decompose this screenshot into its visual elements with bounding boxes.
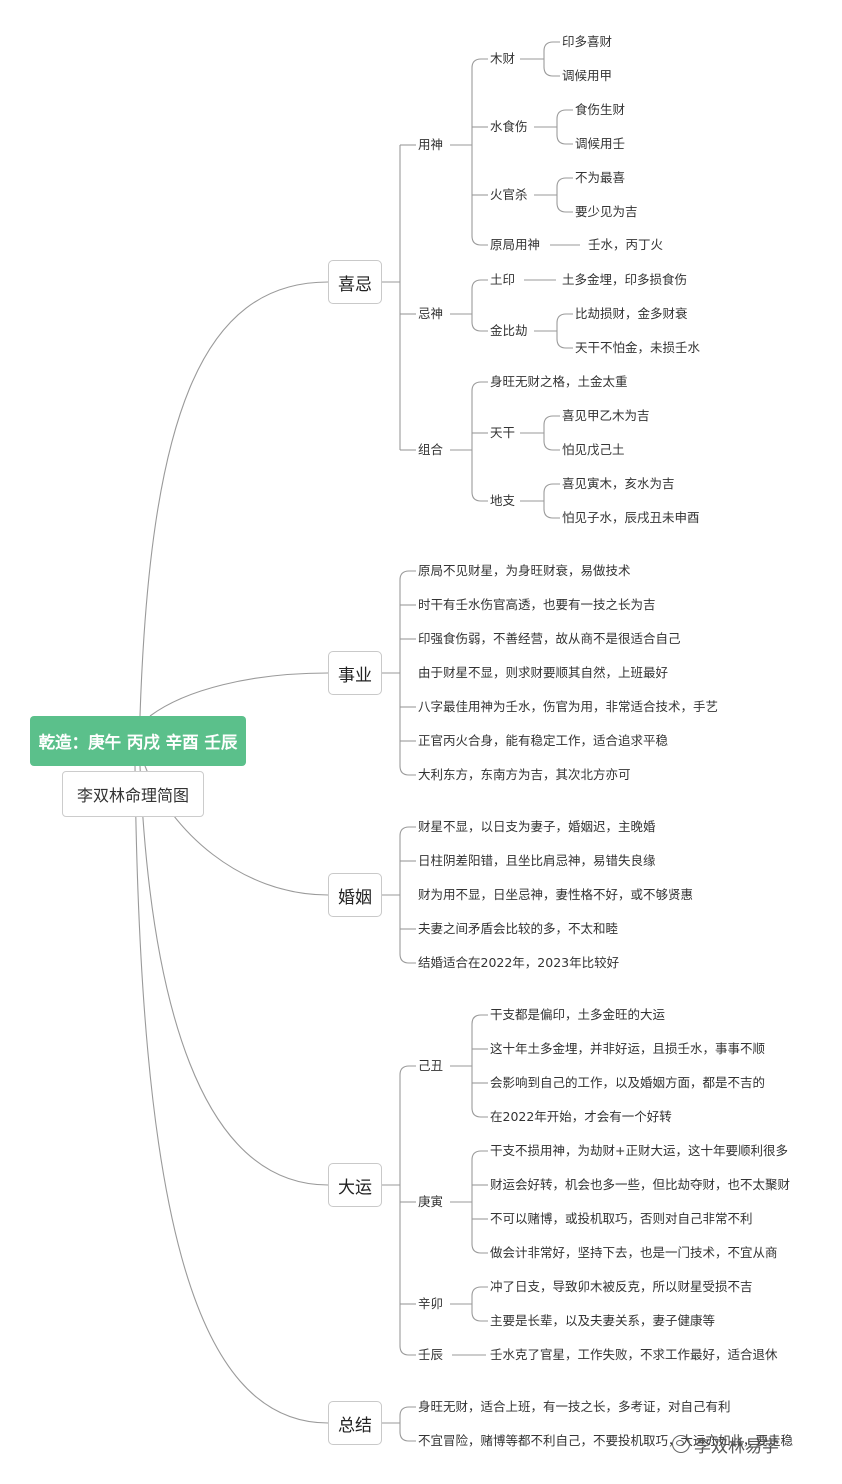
category-marriage[interactable]: 婚姻: [328, 873, 382, 917]
leaf-node[interactable]: 不可以赌博，或投机取巧，否则对自己非常不利: [490, 1211, 753, 1227]
node-yuanju-yongshen[interactable]: 原局用神: [490, 237, 541, 253]
category-summary[interactable]: 总结: [328, 1401, 382, 1445]
leaf-node[interactable]: 身旺无财，适合上班，有一技之长，多考证，对自己有利: [418, 1399, 731, 1415]
node-zuhe[interactable]: 组合: [418, 442, 444, 458]
leaf-node[interactable]: 喜见寅木，亥水为吉: [562, 476, 675, 492]
leaf-node[interactable]: 干支不损用神，为劫财+正财大运，这十年要顺利很多: [490, 1143, 788, 1159]
leaf-node[interactable]: 财运会好转，机会也多一些，但比劫夺财，也不太聚财: [490, 1177, 791, 1193]
leaf-node[interactable]: 时干有壬水伤官高透，也要有一技之长为吉: [418, 597, 656, 613]
leaf-node[interactable]: 天干不怕金，未损壬水: [575, 340, 701, 356]
node-huoguansha[interactable]: 火官杀: [490, 187, 528, 203]
subtitle-node[interactable]: 李双林命理简图: [62, 771, 204, 817]
leaf-node[interactable]: 这十年土多金埋，并非好运，且损壬水，事事不顺: [490, 1041, 766, 1057]
node-yongshen[interactable]: 用神: [418, 137, 444, 153]
node-dizhi[interactable]: 地支: [490, 493, 516, 509]
node-renchen[interactable]: 壬辰: [418, 1347, 444, 1363]
leaf-node[interactable]: 要少见为吉: [575, 204, 638, 220]
leaf-node[interactable]: 不为最喜: [575, 170, 626, 186]
leaf-node[interactable]: 原局不见财星，为身旺财衰，易做技术: [418, 563, 631, 579]
leaf-node[interactable]: 会影响到自己的工作，以及婚姻方面，都是不吉的: [490, 1075, 766, 1091]
leaf-node[interactable]: 由于财星不显，则求财要顺其自然，上班最好: [418, 665, 669, 681]
leaf-node[interactable]: 调候用壬: [575, 136, 626, 152]
leaf-node[interactable]: 怕见戊己土: [562, 442, 625, 458]
leaf-node[interactable]: 做会计非常好，坚持下去，也是一门技术，不宜从商: [490, 1245, 778, 1261]
node-mucai[interactable]: 木财: [490, 51, 516, 67]
node-gengyin[interactable]: 庚寅: [418, 1194, 444, 1210]
node-xinmao[interactable]: 辛卯: [418, 1296, 444, 1312]
leaf-node[interactable]: 身旺无财之格，土金太重: [490, 374, 628, 390]
watermark: 李双林易学: [672, 1432, 779, 1457]
leaf-node[interactable]: 八字最佳用神为壬水，伤官为用，非常适合技术，手艺: [418, 699, 719, 715]
leaf-node[interactable]: 财为用不显，日坐忌神，妻性格不好，或不够贤惠: [418, 887, 694, 903]
leaf-node[interactable]: 不宜冒险，赌博等都不利自己，不要投机取巧，大运亦如此，要走稳: [418, 1433, 794, 1449]
category-career[interactable]: 事业: [328, 651, 382, 695]
category-dayun[interactable]: 大运: [328, 1163, 382, 1207]
leaf-node[interactable]: 壬水克了官星，工作失败，不求工作最好，适合退休: [490, 1347, 778, 1363]
node-tuyin[interactable]: 土印: [490, 272, 516, 288]
leaf-node[interactable]: 日柱阴差阳错，且坐比肩忌神，易错失良缘: [418, 853, 656, 869]
leaf-node[interactable]: 壬水，丙丁火: [588, 237, 664, 253]
leaf-node[interactable]: 冲了日支，导致卯木被反克，所以财星受损不吉: [490, 1279, 753, 1295]
leaf-node[interactable]: 喜见甲乙木为吉: [562, 408, 650, 424]
leaf-node[interactable]: 夫妻之间矛盾会比较的多，不太和睦: [418, 921, 619, 937]
leaf-node[interactable]: 正官丙火合身，能有稳定工作，适合追求平稳: [418, 733, 669, 749]
leaf-node[interactable]: 比劫损财，金多财衰: [575, 306, 688, 322]
node-jishen[interactable]: 忌神: [418, 306, 444, 322]
leaf-node[interactable]: 印强食伤弱，不善经营，故从商不是很适合自己: [418, 631, 681, 647]
leaf-node[interactable]: 干支都是偏印，土多金旺的大运: [490, 1007, 666, 1023]
leaf-node[interactable]: 怕见子水，辰戌丑未申酉: [562, 510, 700, 526]
leaf-node[interactable]: 结婚适合在2022年，2023年比较好: [418, 955, 620, 971]
leaf-node[interactable]: 土多金埋，印多损食伤: [562, 272, 688, 288]
root-node[interactable]: 乾造：庚午 丙戌 辛酉 壬辰: [30, 716, 246, 766]
leaf-node[interactable]: 大利东方，东南方为吉，其次北方亦可: [418, 767, 631, 783]
node-jinbijie[interactable]: 金比劫: [490, 323, 528, 339]
node-jichou[interactable]: 己丑: [418, 1058, 444, 1074]
leaf-node[interactable]: 食伤生财: [575, 102, 626, 118]
leaf-node[interactable]: 印多喜财: [562, 34, 613, 50]
watermark-text: 李双林易学: [694, 1436, 779, 1457]
leaf-node[interactable]: 在2022年开始，才会有一个好转: [490, 1109, 672, 1125]
node-shuishishang[interactable]: 水食伤: [490, 119, 528, 135]
leaf-node[interactable]: 调候用甲: [562, 68, 613, 84]
leaf-node[interactable]: 财星不显，以日支为妻子，婚姻迟，主晚婚: [418, 819, 656, 835]
wechat-icon: [672, 1435, 690, 1453]
category-xiji[interactable]: 喜忌: [328, 260, 382, 304]
leaf-node[interactable]: 主要是长辈，以及夫妻关系，妻子健康等: [490, 1313, 716, 1329]
node-tiangan[interactable]: 天干: [490, 425, 516, 441]
